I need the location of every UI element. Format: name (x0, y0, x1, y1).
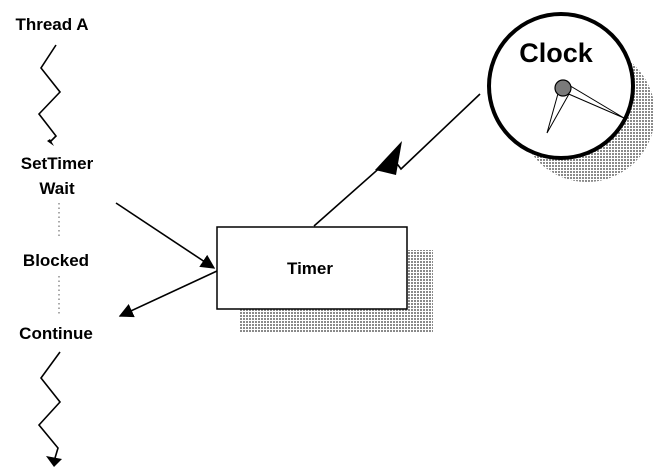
thread-zigzag-bottom (37, 351, 62, 459)
blocked-label: Blocked (23, 251, 89, 270)
clock-signal-lightning-bolt (375, 141, 402, 175)
continue-label: Continue (19, 324, 93, 343)
timer-box (216, 226, 408, 310)
wait-label: Wait (39, 179, 75, 198)
clock-hub-icon (554, 79, 572, 97)
timer-label: Timer (287, 259, 333, 278)
clock-label: Clock (519, 38, 594, 68)
thread-zigzag-top-tip (47, 139, 54, 146)
thread-zigzag-bottom-arrowhead (46, 456, 62, 467)
thread-zigzag-top (37, 44, 62, 143)
set-timer-label: SetTimer (21, 154, 94, 173)
set-timer-arrow (115, 202, 216, 269)
timer-signal-arrow (118, 270, 218, 318)
thread-a-label: Thread A (15, 15, 88, 34)
